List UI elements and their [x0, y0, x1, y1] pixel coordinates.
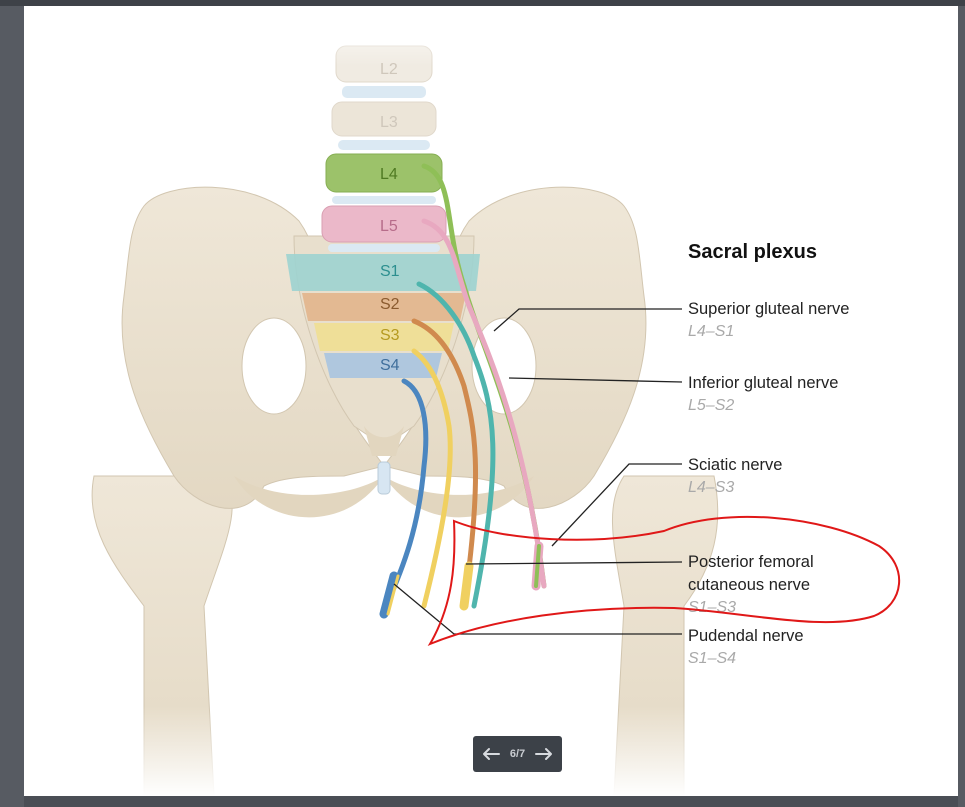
right-side-panel — [958, 6, 965, 807]
sacral-plexus-illustration: L2 L3 L4 L5 S1 S2 S3 S4 — [24, 6, 958, 796]
page-counter: 6/7 — [509, 748, 526, 760]
figure-title: Sacral plexus — [688, 241, 817, 263]
image-viewer: L2 L3 L4 L5 S1 S2 S3 S4 — [24, 6, 958, 796]
nerve-name-posterior-femoral: Posterior femoral — [688, 553, 814, 571]
vertebra-label-s3: S3 — [380, 327, 400, 344]
top-fade — [304, 6, 464, 66]
top-bar — [0, 0, 965, 6]
nerve-bundle — [379, 163, 547, 619]
nerve-name-inferior-gluteal: Inferior gluteal nerve — [688, 374, 838, 392]
nerve-name-sciatic: Sciatic nerve — [688, 456, 782, 474]
nerve-range-superior-gluteal: L4–S1 — [688, 323, 734, 340]
vertebra-label-l4: L4 — [380, 166, 398, 183]
vertebra-label-s4: S4 — [380, 357, 400, 374]
nerve-range-posterior-femoral: S1–S3 — [688, 599, 736, 616]
vertebra-label-l2: L2 — [380, 61, 398, 78]
red-annotation-outline — [427, 515, 901, 647]
nerve-name-pudendal: Pudendal nerve — [688, 627, 804, 645]
nerve-range-sciatic: L4–S3 — [688, 479, 734, 496]
nerve-name-posterior-femoral-line2: cutaneous nerve — [688, 576, 810, 594]
vertebra-label-l3: L3 — [380, 114, 398, 131]
nerve-labels: Sacral plexus Superior gluteal nerve L4–… — [688, 241, 849, 667]
nerve-range-inferior-gluteal: L5–S2 — [688, 397, 734, 414]
vertebra-labels: L2 L3 L4 L5 S1 S2 S3 S4 — [380, 61, 400, 374]
nerve-name-superior-gluteal: Superior gluteal nerve — [688, 300, 849, 318]
nerve-range-pudendal: S1–S4 — [688, 650, 736, 667]
next-image-button[interactable] — [534, 744, 554, 764]
vertebra-label-s1: S1 — [380, 263, 400, 280]
arrow-left-icon — [483, 748, 500, 760]
vertebra-label-l5: L5 — [380, 218, 398, 235]
previous-image-button[interactable] — [481, 744, 501, 764]
leader-lines — [393, 308, 683, 635]
image-pager: 6/7 — [473, 736, 562, 772]
vertebra-label-s2: S2 — [380, 296, 400, 313]
arrow-right-icon — [534, 748, 552, 760]
left-side-panel — [0, 6, 24, 807]
